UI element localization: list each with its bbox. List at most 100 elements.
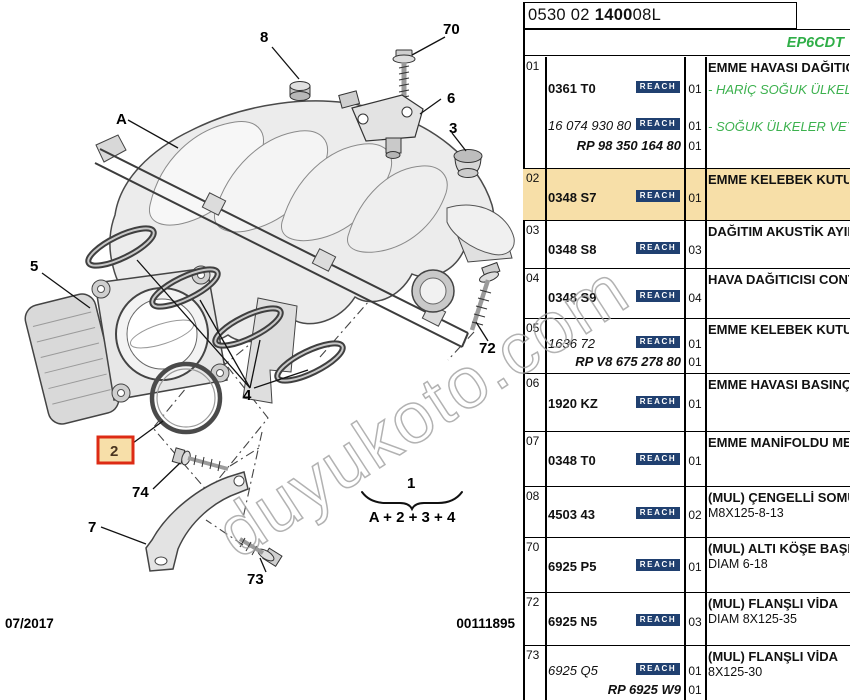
reach-badge[interactable]: REACH <box>636 396 680 408</box>
reach-badge[interactable]: REACH <box>636 190 680 202</box>
part-description: EMME MANİFOLDU MESNEDİ <box>708 435 849 450</box>
reach-badge[interactable]: REACH <box>636 118 680 130</box>
table-row[interactable]: 07 EMME MANİFOLDU MESNEDİ 0348 T0 REACH … <box>523 432 850 487</box>
part-number: 0348 S8 <box>548 242 597 257</box>
sensor-bracket-6 <box>338 90 424 159</box>
code-bold: 1400 <box>594 6 633 24</box>
part-spec: DIAM 8X125-35 <box>708 612 797 626</box>
table-row[interactable]: 04 HAVA DAĞITICISI CONTASI 0348 S9 REACH… <box>523 269 850 319</box>
table-row[interactable]: 06 EMME HAVASI BASINÇ SENSÖRÜ 1920 KZ RE… <box>523 374 850 432</box>
part-description: HAVA DAĞITICISI CONTASI <box>708 272 849 287</box>
table-row[interactable]: 05 EMME KELEBEK KUTUSU 1636 72 REACH 01 … <box>523 319 850 374</box>
part-spec: 8X125-30 <box>708 665 763 679</box>
intake-manifold <box>94 100 515 404</box>
part-description: (MUL) FLANŞLI VİDA <box>708 596 838 611</box>
hotspot-2-selected[interactable]: 2 <box>96 435 135 465</box>
reach-badge[interactable]: REACH <box>636 242 680 254</box>
part-number-old: 16 074 930 80 <box>548 118 632 133</box>
part-number: 4503 43 <box>548 507 595 522</box>
table-row-selected[interactable]: 02 EMME KELEBEK KUTUSU 0348 S7 REACH 01 <box>523 169 850 221</box>
part-description: EMME HAVASI BASINÇ SENSÖRÜ <box>708 377 849 392</box>
nut-8 <box>289 81 311 101</box>
row-index: 08 <box>526 489 540 503</box>
table-row[interactable]: 01 EMME HAVASI DAĞITICISI 0361 T0 REACH … <box>523 57 850 169</box>
part-description: DAĞITIM AKUSTİK AYIRICI <box>708 224 849 239</box>
reach-badge[interactable]: REACH <box>636 614 680 626</box>
column-line-index <box>545 57 547 700</box>
column-line-desc <box>705 57 707 700</box>
callout-73[interactable]: 73 <box>247 571 264 588</box>
assembly-group-formula: 1 A + 2 + 3 + 4 <box>361 475 463 526</box>
bolt-74 <box>171 447 229 472</box>
callout-70[interactable]: 70 <box>443 21 460 38</box>
engine-code: EP6CDT <box>523 28 850 56</box>
quantity: 01 <box>688 191 702 205</box>
table-row[interactable]: 72 (MUL) FLANŞLI VİDA DIAM 8X125-35 6925… <box>523 593 850 646</box>
row-index: 04 <box>526 271 540 285</box>
reach-badge[interactable]: REACH <box>636 336 680 348</box>
part-number: 6925 P5 <box>548 559 597 574</box>
quantity: 01 <box>688 664 702 678</box>
part-number: 0348 S9 <box>548 290 597 305</box>
callout-2[interactable]: 2 <box>110 443 118 460</box>
quantity: 01 <box>688 454 702 468</box>
parts-diagram: A 8 70 6 3 5 4 72 74 7 73 2 1 A + 2 + 3 … <box>5 21 515 631</box>
quantity: 03 <box>688 615 702 629</box>
reach-badge[interactable]: REACH <box>636 559 680 571</box>
exploded-diagram-panel: A 8 70 6 3 5 4 72 74 7 73 2 1 A + 2 + 3 … <box>5 21 515 631</box>
part-number: 6925 N5 <box>548 614 598 629</box>
callout-74[interactable]: 74 <box>132 484 149 501</box>
callout-5[interactable]: 5 <box>30 258 38 275</box>
row-index: 02 <box>526 171 540 185</box>
reach-badge[interactable]: REACH <box>636 290 680 302</box>
callout-4[interactable]: 4 <box>243 387 252 404</box>
variant-note: - SOĞUK ÜLKELER VEYA <box>708 119 849 134</box>
reach-badge[interactable]: REACH <box>636 507 680 519</box>
part-number-old: 1636 72 <box>548 336 595 351</box>
table-row[interactable]: 08 (MUL) ÇENGELLİ SOMUN M8X125-8-13 4503… <box>523 487 850 538</box>
row-index: 70 <box>526 540 540 554</box>
leader-lines <box>41 36 489 573</box>
table-left-border <box>523 2 525 700</box>
column-line-qty <box>684 57 686 700</box>
quantity: 01 <box>688 683 702 697</box>
bolt-72 <box>469 261 501 331</box>
table-rows: 01 EMME HAVASI DAĞITICISI 0361 T0 REACH … <box>523 57 850 700</box>
reach-badge[interactable]: REACH <box>636 663 680 675</box>
part-number: 0361 T0 <box>548 81 596 96</box>
screw-70 <box>392 49 416 100</box>
reach-badge[interactable]: REACH <box>636 81 680 93</box>
table-row[interactable]: 70 (MUL) ALTI KÖŞE BAŞLI DIAM 6-18 6925 … <box>523 538 850 593</box>
table-row[interactable]: 03 DAĞITIM AKUSTİK AYIRICI 0348 S8 REACH… <box>523 221 850 269</box>
row-index: 06 <box>526 376 540 390</box>
callout-3[interactable]: 3 <box>449 120 457 137</box>
callout-8[interactable]: 8 <box>260 29 268 46</box>
reach-badge[interactable]: REACH <box>636 453 680 465</box>
row-index: 05 <box>526 321 540 335</box>
part-number-old: 6925 Q5 <box>548 663 598 678</box>
o-ring-seal <box>149 361 223 435</box>
quantity: 01 <box>688 82 702 96</box>
variant-note: - HARİÇ SOĞUK ÜLKELER <box>708 82 849 97</box>
row-index: 07 <box>526 434 540 448</box>
grommet-3 <box>453 149 483 178</box>
part-number: 1920 KZ <box>548 396 598 411</box>
part-description: (MUL) FLANŞLI VİDA <box>708 649 838 664</box>
code-left: 0530 02 <box>528 6 590 24</box>
callout-7[interactable]: 7 <box>88 519 96 536</box>
rp-reference: RP 6925 W9 <box>607 682 681 697</box>
callout-6[interactable]: 6 <box>447 90 455 107</box>
callout-72[interactable]: 72 <box>479 340 496 357</box>
brace <box>361 491 463 512</box>
row-index: 73 <box>526 648 540 662</box>
group-number: 1 <box>407 475 415 492</box>
quantity: 04 <box>688 291 702 305</box>
part-description: EMME KELEBEK KUTUSU <box>708 172 849 187</box>
diagram-number: 00111895 <box>456 616 515 631</box>
part-spec: M8X125-8-13 <box>708 506 784 520</box>
quantity: 01 <box>688 397 702 411</box>
quantity: 01 <box>688 355 702 369</box>
table-row[interactable]: 73 (MUL) FLANŞLI VİDA 8X125-30 6925 Q5 R… <box>523 646 850 700</box>
callout-A[interactable]: A <box>116 111 127 128</box>
